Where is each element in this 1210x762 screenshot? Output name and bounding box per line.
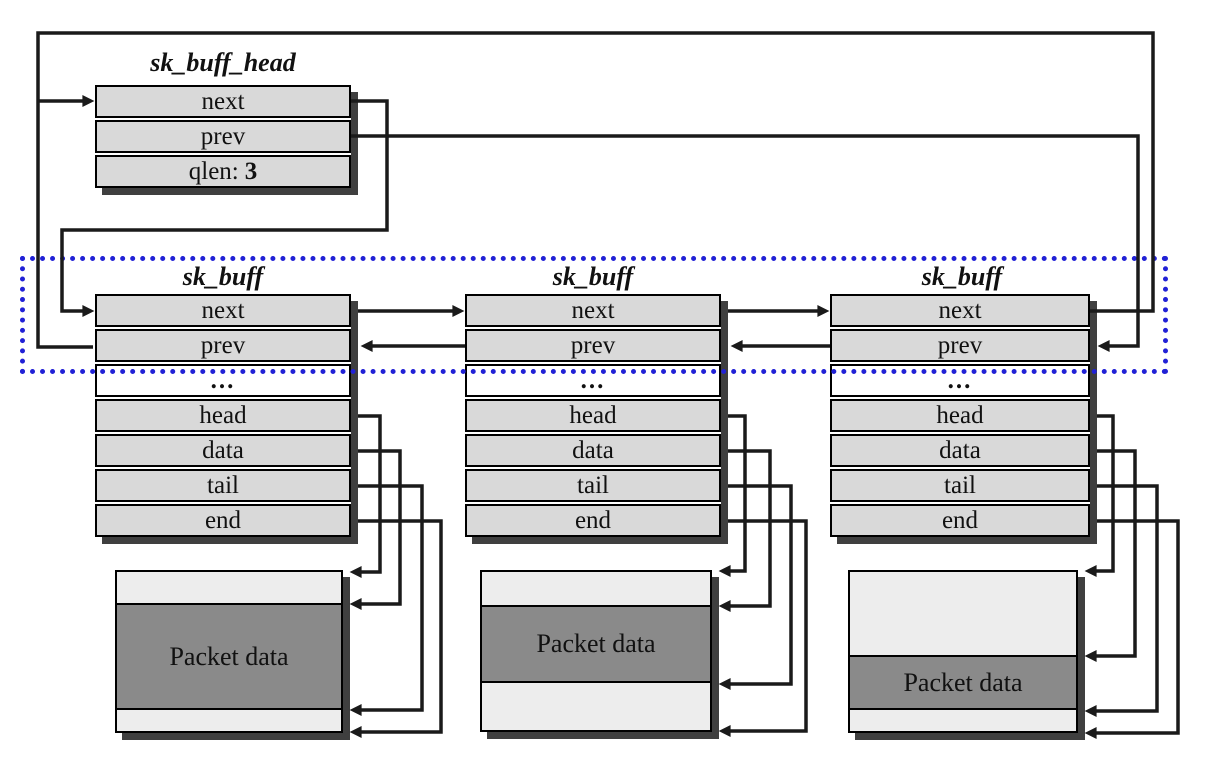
packet3-tailroom: [850, 710, 1076, 731]
arrow-skbuff1-tail-to-packet: [349, 484, 424, 716]
arrow-skbuff3-head-to-packet: [1084, 414, 1115, 577]
arrow-skbuff2-data-to-packet: [718, 449, 772, 612]
packet3-data-region: Packet data: [850, 655, 1076, 710]
arrow-skbuff3-end-to-packet: [1084, 519, 1180, 739]
skbuff1-field-head: head: [95, 399, 351, 432]
arrow-skbuff2-end-to-packet: [718, 519, 808, 737]
packet3-label: Packet data: [903, 667, 1023, 697]
packet-buffer-1: Packet data: [115, 570, 343, 733]
skbuff3-field-head: head: [830, 399, 1090, 432]
sk-buff-head-struct: next prev qlen: 3: [95, 85, 351, 188]
skbuff2-field-end: end: [465, 504, 721, 537]
packet2-data-region: Packet data: [482, 605, 710, 683]
head-field-prev: prev: [95, 120, 351, 153]
sk-buff-head-title: sk_buff_head: [150, 48, 296, 77]
skbuff3-field-end: end: [830, 504, 1090, 537]
packet3-headroom: [850, 572, 1076, 655]
head-field-next: next: [95, 85, 351, 118]
list-links-highlight-frame: [20, 256, 1168, 374]
skbuff3-field-data: data: [830, 434, 1090, 467]
packet1-tailroom: [117, 710, 341, 731]
packet1-label: Packet data: [169, 641, 289, 671]
skbuff2-field-data: data: [465, 434, 721, 467]
packet2-label: Packet data: [536, 629, 656, 658]
packet2-tailroom: [482, 683, 710, 730]
skbuff2-field-head: head: [465, 399, 721, 432]
skbuff2-field-tail: tail: [465, 469, 721, 502]
skbuff1-field-tail: tail: [95, 469, 351, 502]
arrow-skbuff3-data-to-packet: [1084, 449, 1137, 662]
arrow-skbuff2-tail-to-packet: [718, 484, 793, 690]
arrow-skbuff1-data-to-packet: [349, 449, 402, 610]
qlen-value: 3: [244, 158, 258, 185]
skbuff1-field-end: end: [95, 504, 351, 537]
skbuff1-field-data: data: [95, 434, 351, 467]
packet1-headroom: [117, 572, 341, 603]
arrow-skbuff1-end-to-packet: [349, 519, 443, 738]
packet1-data-region: Packet data: [117, 603, 341, 710]
packet2-headroom: [482, 572, 710, 605]
arrow-skbuff2-head-to-packet: [718, 414, 747, 577]
skbuff3-field-tail: tail: [830, 469, 1090, 502]
head-field-qlen: qlen: 3: [95, 155, 351, 188]
packet-buffer-2: Packet data: [480, 570, 712, 732]
arrow-skbuff1-head-to-packet: [349, 414, 382, 578]
qlen-label: qlen:: [188, 158, 239, 185]
packet-buffer-3: Packet data: [848, 570, 1078, 733]
arrow-skbuff3-tail-to-packet: [1084, 484, 1159, 717]
